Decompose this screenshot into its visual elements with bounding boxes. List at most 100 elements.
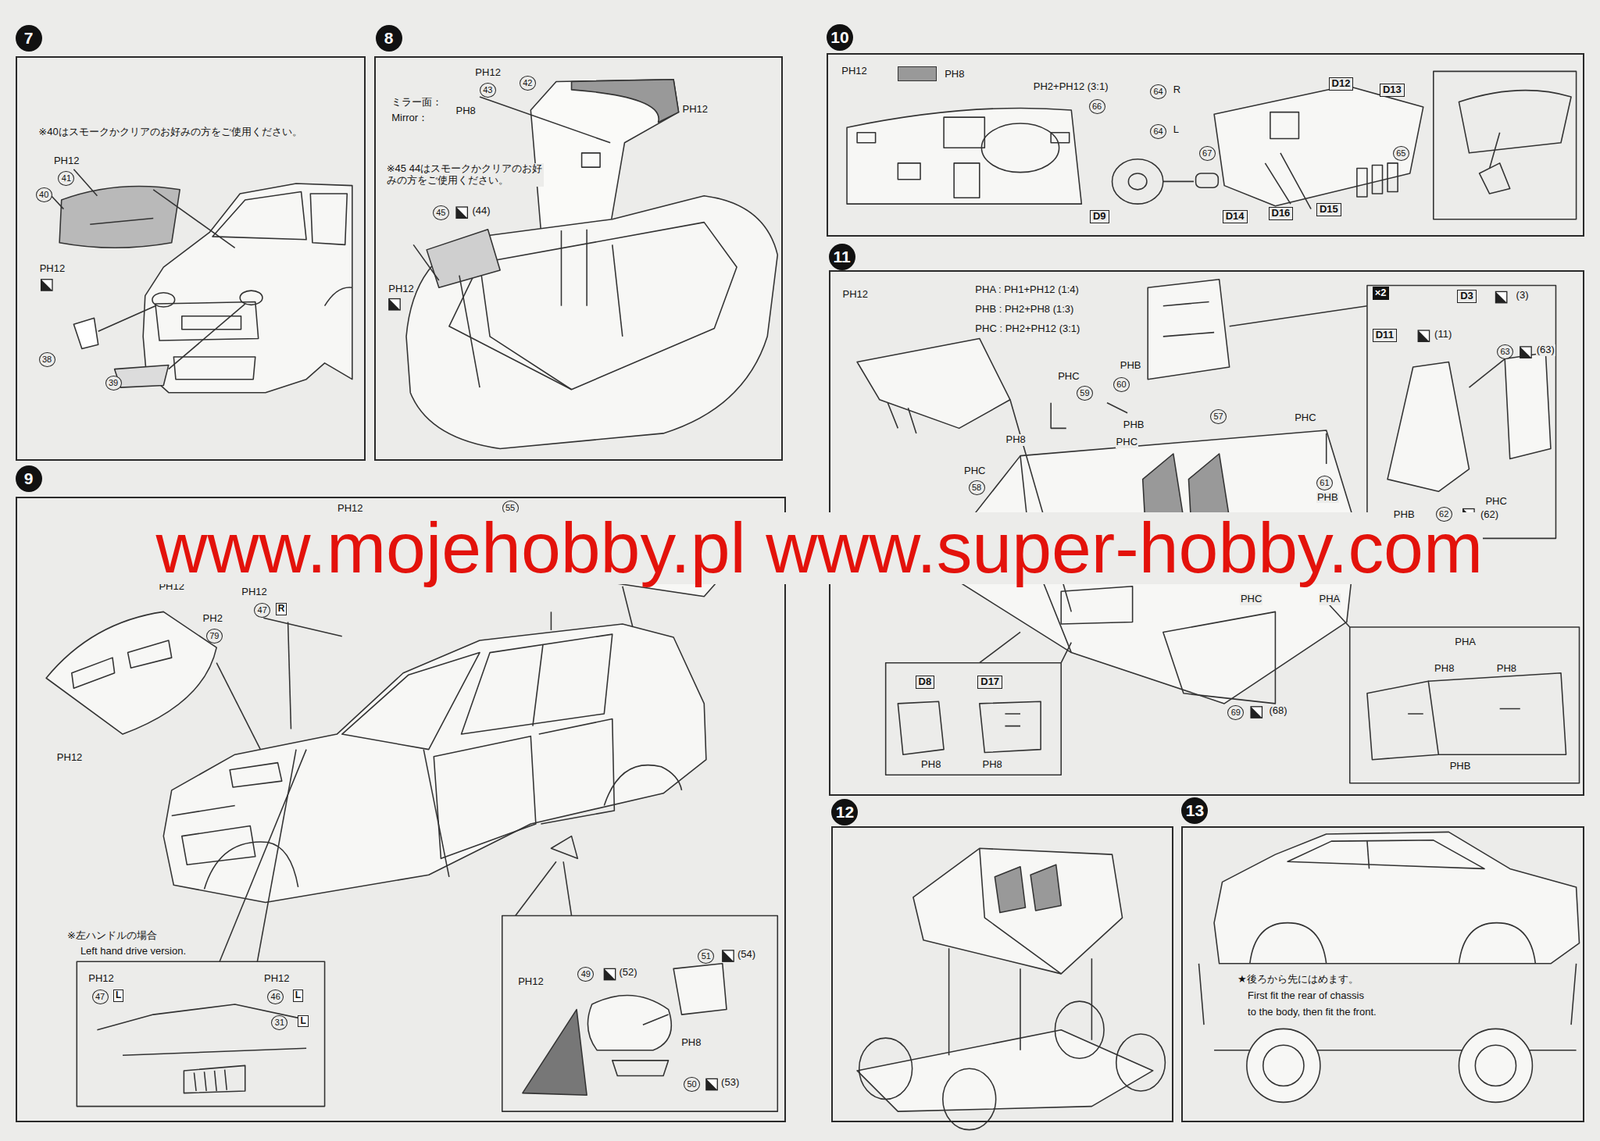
front-car-view: [128, 640, 172, 668]
part-number: 47: [253, 603, 271, 618]
front-car-view: [342, 653, 480, 750]
body-underside-view: [571, 79, 679, 123]
front-car-view: [502, 915, 779, 1112]
part-number: 63: [1496, 344, 1514, 360]
step-number: 11: [828, 243, 856, 271]
interior-tub: [979, 632, 1072, 663]
paint-code: PH8: [943, 68, 965, 81]
chassis-assembly: [949, 948, 1093, 1056]
paint-code: PH8: [1496, 663, 1518, 675]
body-underside-view: [560, 230, 563, 307]
dashboard: [1128, 173, 1147, 190]
front-car-view: [171, 805, 236, 816]
mask-icons: [1417, 330, 1429, 342]
paint-code: PH12: [87, 973, 115, 986]
decal-number: D9: [1089, 210, 1110, 224]
quantity-mark: ×2: [1372, 286, 1390, 300]
decal-number: D3: [1457, 289, 1477, 304]
interior-tub: [1050, 403, 1067, 429]
rear-car-view: [73, 317, 98, 349]
part-number: 40: [35, 187, 53, 203]
dashboard: [943, 117, 985, 148]
front-car-view: [522, 1010, 587, 1097]
interior-tub: [887, 403, 917, 434]
paint-code: PH12: [681, 103, 709, 116]
part-number: 38: [39, 352, 56, 368]
interior-tub: [1326, 601, 1350, 628]
final-assembly: [1475, 1045, 1516, 1086]
step-panel: 7: [15, 56, 366, 462]
body-underside-view: [406, 196, 778, 450]
paint-code: PHC: [1239, 593, 1263, 606]
mask-icons: [603, 968, 615, 980]
part-number: 67: [1199, 146, 1216, 161]
front-car-view: [622, 586, 633, 628]
part-number: 58: [968, 480, 986, 496]
front-car-view: [76, 961, 325, 1107]
chassis-assembly: [857, 848, 1165, 1130]
decal-number: D8: [915, 675, 936, 690]
interior-tub: [1367, 285, 1557, 540]
dashboard: [1371, 165, 1383, 195]
note-text: Left hand drive version.: [79, 946, 187, 958]
step-number: 7: [15, 25, 43, 52]
interior-tub: [1325, 433, 1328, 465]
rear-car-view: [155, 301, 259, 341]
paint-code: PHB : PH2+PH8 (1:3): [974, 303, 1075, 316]
dashboard: [857, 132, 876, 143]
body-underside-view: [479, 263, 572, 390]
note-text: (52): [618, 967, 639, 979]
rear-car-view: [168, 303, 246, 370]
step-number: 10: [826, 24, 854, 51]
watermark: www.mojehobby.pl www.super-hobby.com: [156, 512, 1484, 584]
paint-code: PH8: [680, 1037, 702, 1050]
interior-tub: [1367, 681, 1439, 761]
dashboard: [1357, 167, 1368, 197]
body-underside-view: [459, 275, 480, 389]
front-car-view: [642, 1014, 669, 1025]
note-text: (63): [1535, 344, 1556, 357]
chassis-assembly: [1054, 1001, 1104, 1059]
note-text: to the body, then fit the front.: [1246, 1007, 1378, 1019]
front-car-view: [288, 621, 292, 729]
rear-car-view: [239, 290, 263, 305]
paint-code: PH12: [517, 976, 545, 989]
paint-code: PH12: [263, 973, 291, 986]
front-car-view: [229, 763, 283, 788]
mask-icons: [389, 299, 400, 311]
front-car-view: [532, 644, 543, 726]
dashboard: [1433, 71, 1577, 219]
decal-number: D15: [1316, 203, 1342, 217]
body-underside-view: [413, 244, 440, 281]
note-text: (3): [1515, 289, 1530, 302]
part-number: 69: [1227, 705, 1244, 721]
note-text: Mirror：: [390, 112, 429, 125]
part-number: 39: [105, 375, 122, 391]
decal-number: D12: [1328, 77, 1354, 91]
front-car-view: [193, 1070, 227, 1092]
note-text: First fit the rear of chassis: [1246, 990, 1365, 1003]
part-number: 46: [267, 989, 284, 1005]
front-car-view: [263, 617, 343, 637]
front-car-view: [71, 657, 115, 689]
front-car-view: [216, 663, 261, 750]
dashboard: [897, 163, 921, 180]
decal-number: D14: [1222, 210, 1248, 224]
part-number: 31: [271, 1015, 288, 1031]
paint-code: PH12: [474, 67, 502, 79]
paint-code: PHB: [1119, 360, 1143, 372]
step-panel: 9: [15, 496, 786, 1123]
mask-icons: [41, 279, 53, 291]
front-car-view: [46, 540, 778, 1112]
interior-tub: [1350, 627, 1580, 784]
rear-car-view: [325, 287, 353, 307]
note-text: ※40はスモークかクリアのお好みの方をご使用ください。: [37, 126, 303, 139]
interior-tub: [1387, 361, 1469, 492]
interior-tub: [857, 338, 1011, 429]
front-car-view: [433, 736, 536, 860]
paint-code: PH12: [240, 586, 268, 599]
front-car-view: [461, 634, 613, 735]
interior-tub: [1468, 359, 1505, 389]
dashboard: [953, 163, 980, 198]
